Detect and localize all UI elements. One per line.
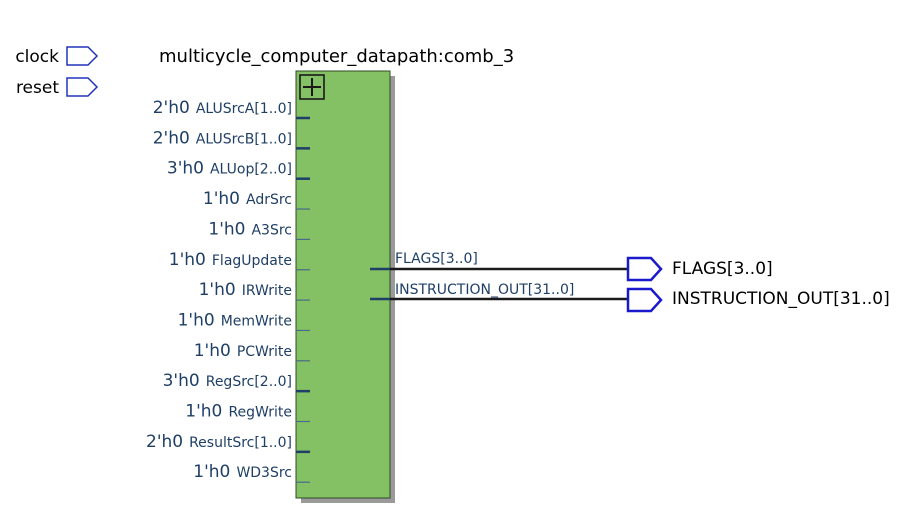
block-output-flags[interactable]: FLAGS[3..0]: [370, 251, 628, 271]
input-pin-reset[interactable]: reset: [16, 77, 99, 98]
block-port-regsrc[interactable]: RegSrc[2..0] 3'h0: [163, 371, 310, 393]
output-port-label-instruction-out: INSTRUCTION_OUT[31..0]: [395, 282, 574, 298]
port-constant-value: 1'h0: [203, 189, 240, 209]
block-port-irwrite[interactable]: IRWrite 1'h0: [199, 280, 310, 301]
output-pin-flags[interactable]: FLAGS[3..0]: [626, 256, 773, 282]
input-pin-label-clock: clock: [15, 47, 59, 67]
port-name-label: WD3Src: [236, 465, 292, 481]
output-pin-label-flags: FLAGS[3..0]: [672, 259, 773, 279]
port-constant-value: 2'h0: [153, 98, 190, 118]
block-output-instruction-out[interactable]: INSTRUCTION_OUT[31..0]: [370, 282, 628, 301]
port-name-label: MemWrite: [221, 313, 292, 329]
port-name-label: PCWrite: [237, 344, 292, 360]
output-pin-icon: [626, 256, 663, 282]
port-name-label: ALUSrcB[1..0]: [196, 131, 292, 147]
block-port-alusrcb[interactable]: ALUSrcB[1..0] 2'h0: [153, 128, 310, 150]
block-port-pcwrite[interactable]: PCWrite 1'h0: [194, 341, 310, 362]
output-port-label-flags: FLAGS[3..0]: [395, 251, 478, 267]
input-pin-label-reset: reset: [16, 78, 59, 98]
port-constant-value: 1'h0: [208, 219, 245, 239]
block-port-alusrca[interactable]: ALUSrcA[1..0] 2'h0: [153, 98, 310, 120]
port-name-label: A3Src: [251, 222, 292, 238]
block-port-a3src[interactable]: A3Src 1'h0: [208, 219, 310, 240]
input-pin-clock[interactable]: clock: [15, 46, 99, 67]
block-input-ports: ALUSrcA[1..0]2'h0ALUSrcB[1..0]2'h0ALUop[…: [146, 98, 310, 483]
port-constant-value: 3'h0: [167, 159, 204, 179]
port-constant-value: 2'h0: [146, 432, 183, 452]
block-port-regwrite[interactable]: RegWrite 1'h0: [185, 402, 310, 423]
port-name-label: RegSrc[2..0]: [206, 374, 292, 390]
port-constant-value: 1'h0: [199, 280, 236, 300]
block-port-memwrite[interactable]: MemWrite 1'h0: [178, 310, 310, 332]
port-constant-value: 1'h0: [194, 341, 231, 361]
block-port-resultsrc[interactable]: ResultSrc[1..0] 2'h0: [146, 432, 310, 454]
output-pin-instruction-out[interactable]: INSTRUCTION_OUT[31..0]: [626, 287, 890, 313]
input-pin-icon: [66, 46, 99, 66]
port-constant-value: 1'h0: [193, 462, 230, 482]
port-constant-value: 1'h0: [185, 402, 222, 422]
block-port-adrsrc[interactable]: AdrSrc 1'h0: [203, 189, 310, 210]
block-port-wd3src[interactable]: WD3Src 1'h0: [193, 462, 310, 483]
port-name-label: AdrSrc: [246, 192, 292, 208]
port-constant-value: 3'h0: [163, 371, 200, 391]
block-port-aluop[interactable]: ALUop[2..0] 3'h0: [167, 159, 310, 180]
port-name-label: ResultSrc[1..0]: [189, 435, 292, 451]
output-pin-icon: [626, 287, 663, 313]
port-constant-value: 1'h0: [169, 250, 206, 270]
block-instance-name: multicycle_computer_datapath:comb_3: [159, 46, 514, 67]
output-pin-label-instruction-out: INSTRUCTION_OUT[31..0]: [672, 289, 890, 309]
input-pin-icon: [66, 77, 99, 97]
port-name-label: IRWrite: [242, 283, 292, 299]
block-port-flagupdate[interactable]: FlagUpdate 1'h0: [169, 250, 310, 271]
port-name-label: RegWrite: [228, 405, 292, 421]
port-name-label: ALUop[2..0]: [210, 162, 292, 178]
datapath-block[interactable]: [295, 70, 391, 499]
port-name-label: ALUSrcA[1..0]: [196, 101, 292, 117]
plus-box-icon[interactable]: [299, 74, 325, 100]
port-constant-value: 1'h0: [178, 310, 215, 330]
port-name-label: FlagUpdate: [212, 253, 292, 269]
port-constant-value: 2'h0: [153, 128, 190, 148]
